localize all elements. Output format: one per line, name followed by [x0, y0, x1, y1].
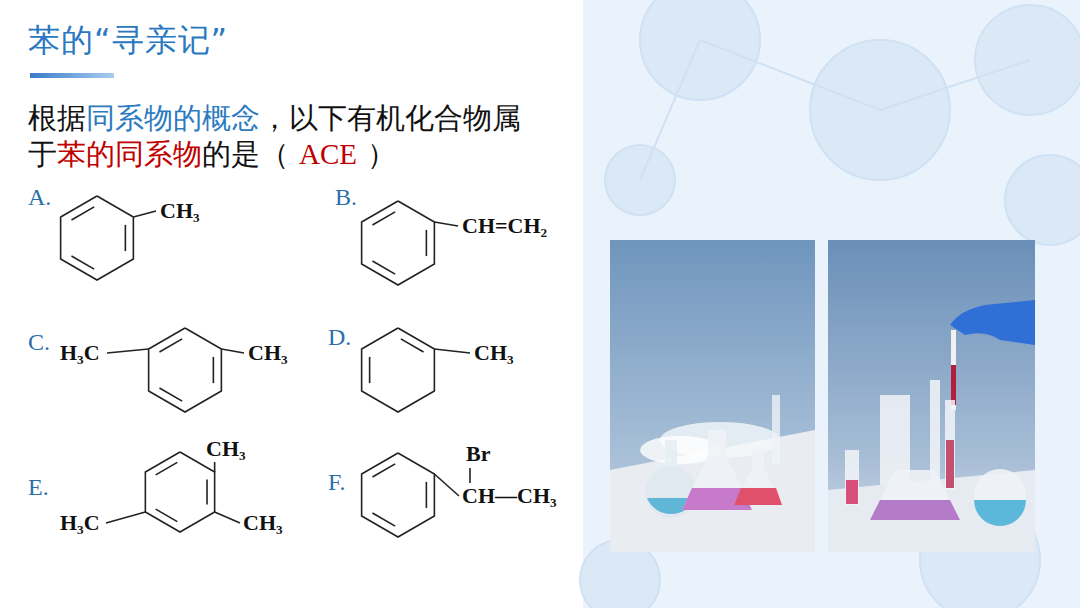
- single-bond: [215, 512, 240, 523]
- group-formula: H₃C: [60, 342, 100, 364]
- ring-bond: [145, 452, 214, 532]
- option-letter: E.: [28, 475, 49, 499]
- double-bond: [125, 225, 127, 251]
- question-run: 苯的同系物: [57, 137, 202, 171]
- double-bond: [206, 480, 208, 505]
- question-run: 根据: [28, 101, 86, 135]
- single-bond: [221, 349, 244, 353]
- structural-formulas: [61, 196, 470, 537]
- ring-bond: [362, 453, 435, 537]
- group-formula: CH₃: [206, 438, 246, 460]
- double-bond: [213, 357, 215, 383]
- double-bond: [71, 207, 94, 220]
- bubble-pattern: [580, 0, 1080, 608]
- slide-title: 苯的“寻亲记”: [28, 24, 228, 56]
- single-bond: [434, 474, 459, 496]
- group-formula: CH₃: [248, 342, 288, 364]
- lab-photo: [610, 240, 815, 552]
- double-bond: [426, 230, 428, 256]
- lab-photo: [828, 240, 1035, 552]
- double-bond: [71, 256, 94, 269]
- single-bond: [214, 462, 216, 472]
- single-bond: [107, 349, 149, 353]
- ring-bond: [61, 196, 134, 280]
- question-run: 的是（: [202, 137, 289, 171]
- question-run: 同系物的概念: [86, 101, 260, 135]
- option-letter: D.: [328, 325, 351, 349]
- double-bond: [401, 339, 424, 352]
- group-formula: Br: [466, 443, 490, 465]
- option-letter: B.: [335, 185, 357, 209]
- single-bond: [106, 512, 145, 523]
- double-bond: [372, 261, 395, 274]
- double-bond: [372, 464, 395, 477]
- double-bond: [159, 339, 182, 352]
- single-bond: [133, 211, 156, 217]
- group-formula: CH₃: [243, 512, 283, 534]
- ring-bond: [149, 328, 222, 412]
- group-formula: CH₃: [474, 342, 514, 364]
- double-bond: [159, 388, 182, 401]
- double-bond: [372, 212, 395, 225]
- option-letter: A.: [28, 185, 51, 209]
- question-text: 根据同系物的概念，以下有机化合物属于苯的同系物的是（ACE）: [28, 100, 528, 172]
- group-formula: CH—CH₃: [462, 485, 557, 507]
- double-bond: [369, 357, 371, 383]
- title-underline: [30, 73, 114, 78]
- group-formula: H₃C: [60, 512, 100, 534]
- double-bond: [426, 482, 428, 508]
- question-run: ）: [367, 137, 396, 171]
- single-bond: [434, 222, 458, 226]
- ring-bond: [362, 201, 435, 285]
- option-letter: F.: [328, 470, 345, 494]
- double-bond: [372, 513, 395, 526]
- double-bond: [156, 509, 178, 521]
- ring-bond: [362, 328, 435, 412]
- answer-text: ACE: [289, 138, 367, 170]
- option-letter: C.: [28, 330, 50, 354]
- group-formula: CH=CH₂: [462, 215, 547, 237]
- single-bond: [434, 349, 470, 353]
- double-bond: [156, 462, 178, 474]
- group-formula: CH₃: [160, 200, 200, 222]
- single-bond: [469, 468, 471, 483]
